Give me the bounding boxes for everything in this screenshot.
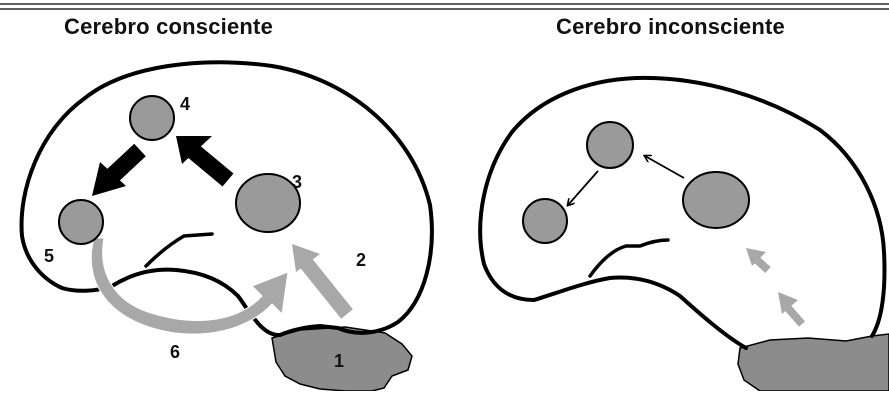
conscious-brain-title: Cerebro consciente — [64, 14, 273, 40]
region-node-4 — [130, 96, 174, 140]
label-4: 4 — [180, 94, 190, 114]
curved-arrow-6 — [91, 238, 288, 334]
label-2: 2 — [356, 250, 366, 270]
gray-arrow-2 — [292, 244, 347, 314]
sulcus-line-left — [146, 234, 212, 266]
label-3: 3 — [292, 172, 302, 192]
brain-outline-left — [22, 62, 432, 335]
cerebellum-region-right — [738, 334, 889, 391]
region-node-left-right — [523, 199, 567, 243]
thin-arrow-large-to-top — [645, 156, 684, 178]
label-6: 6 — [170, 342, 180, 362]
conscious-brain-panel: 1 2 3 4 5 6 — [22, 62, 432, 391]
thin-arrow-top-to-left — [568, 171, 598, 205]
region-node-5 — [59, 200, 103, 244]
region-node-top-right — [587, 122, 633, 168]
region-node-large-right — [683, 172, 749, 228]
sulcus-line-right — [590, 240, 668, 276]
label-5: 5 — [44, 246, 54, 266]
label-1: 1 — [334, 351, 344, 371]
region-node-3 — [236, 174, 300, 232]
small-gray-arrow-lower — [778, 292, 802, 324]
black-arrow-4-to-5 — [92, 150, 140, 196]
small-gray-arrow-upper — [746, 248, 768, 270]
unconscious-brain-panel — [480, 78, 889, 391]
unconscious-brain-title: Cerebro inconsciente — [556, 14, 785, 40]
black-arrow-3-to-4 — [176, 136, 228, 180]
